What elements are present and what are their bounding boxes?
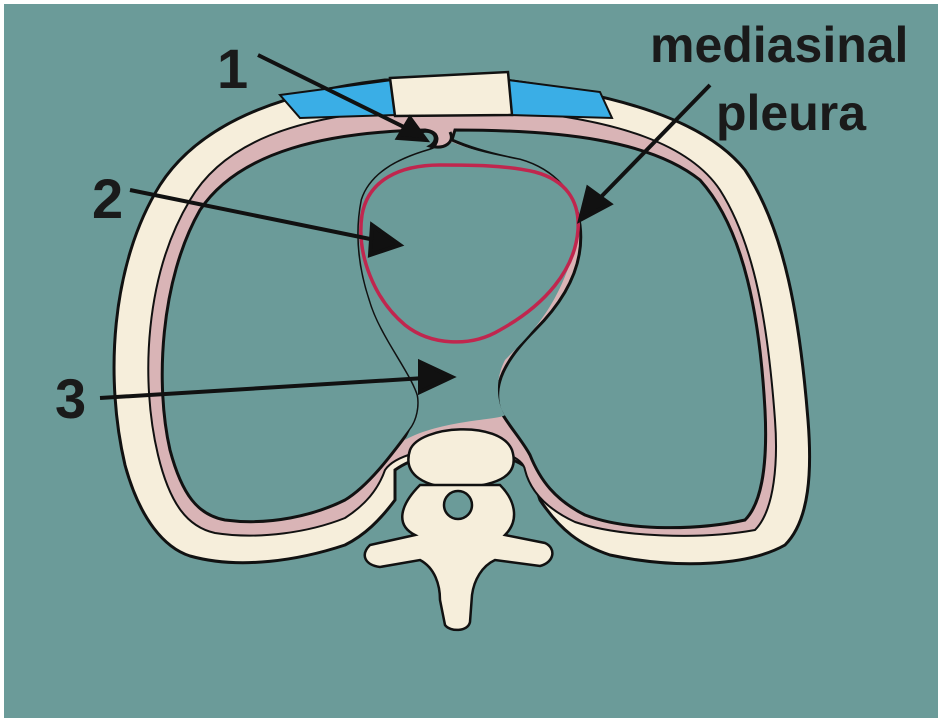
- vertebral-foramen: [444, 491, 472, 519]
- label-mediastinal-line2: pleura: [716, 85, 867, 141]
- label-3: 3: [55, 367, 86, 430]
- sternum: [390, 72, 512, 116]
- label-1: 1: [217, 37, 248, 100]
- label-mediastinal-line1: mediasinal: [650, 17, 908, 73]
- vertebral-body: [408, 429, 513, 488]
- label-2: 2: [92, 167, 123, 230]
